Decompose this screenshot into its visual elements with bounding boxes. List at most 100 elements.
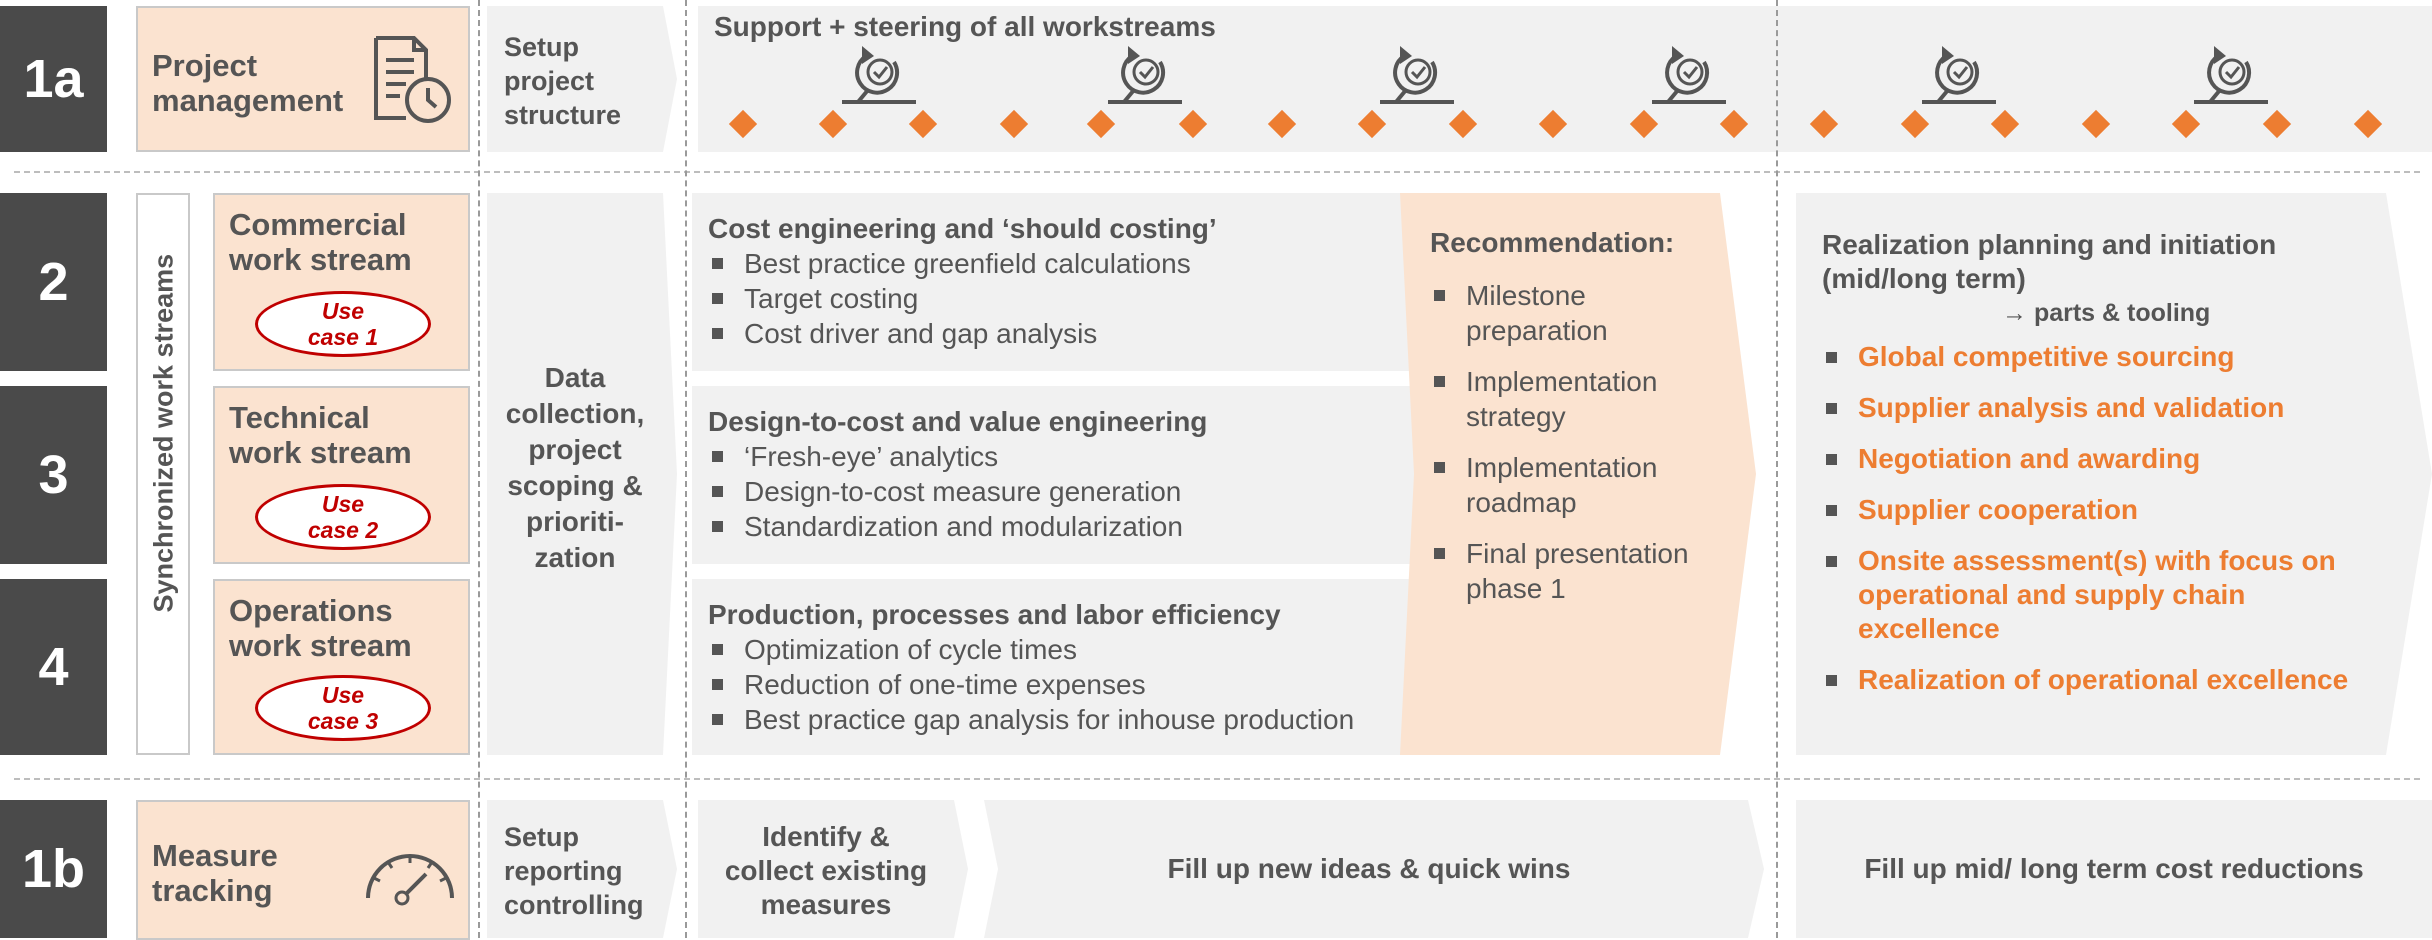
milestone-diamond: [2081, 109, 2111, 139]
phase-separator: [1776, 0, 1778, 938]
realization-item-line1: Supplier analysis and validation: [1858, 392, 2285, 423]
rec-item-line1: Final presentation: [1466, 538, 1689, 569]
cost-engineering-panel: Cost engineering and ‘should costing’ Be…: [708, 212, 1217, 351]
rec-item-line1: Milestone: [1466, 280, 1586, 311]
realization-title-line1: Realization planning and initiation: [1822, 229, 2277, 260]
design-to-cost-panel: Design-to-cost and value engineering ‘Fr…: [708, 405, 1207, 544]
document-clock-icon: [374, 36, 451, 123]
list-item: ‘Fresh-eye’ analytics: [708, 439, 1207, 474]
operations-title-line1: Operations: [229, 593, 393, 628]
identify-line3: measures: [760, 889, 892, 920]
list-item: Cost driver and gap analysis: [708, 316, 1217, 351]
row-number-2: 2: [0, 193, 107, 371]
phase-separator: [478, 0, 480, 938]
rec-item-line2: phase 1: [1466, 573, 1566, 604]
realization-panel: Realization planning and initiation (mid…: [1822, 228, 2402, 714]
technical-title-line1: Technical: [229, 400, 370, 435]
fill-new-ideas-shape: [984, 800, 1764, 938]
recommendation-title: Recommendation:: [1430, 227, 1675, 258]
realization-item-line1: Global competitive sourcing: [1858, 341, 2235, 372]
synchronized-workstreams-label: Synchronized work streams: [148, 253, 179, 613]
setup-reporting-label: Setup reporting controlling: [504, 820, 643, 922]
row-number-1b: 1b: [0, 800, 107, 938]
realization-item-line2: operational and supply chain: [1858, 579, 2246, 610]
design-to-cost-list: ‘Fresh-eye’ analytics Design-to-cost mea…: [708, 439, 1207, 544]
rec-item-line2: roadmap: [1466, 487, 1577, 518]
cost-engineering-title: Cost engineering and ‘should costing’: [708, 213, 1217, 244]
setup-reporting-line3: controlling: [504, 890, 644, 920]
setup-reporting-line1: Setup: [504, 822, 580, 852]
milestone-diamond: [2171, 109, 2201, 139]
commercial-workstream-title: Commercial work stream: [229, 207, 412, 277]
realization-subtitle-text: parts & tooling: [2033, 299, 2211, 327]
synchronized-workstreams-box: [136, 193, 190, 755]
list-item: Standardization and modularization: [708, 509, 1207, 544]
list-item: Final presentation phase 1: [1430, 536, 1720, 606]
steering-cycle-icon: [1106, 44, 1184, 104]
list-item: Global competitive sourcing: [1822, 340, 2402, 374]
realization-list: Global competitive sourcing Supplier ana…: [1822, 340, 2402, 697]
list-item: Reduction of one-time expenses: [708, 667, 1354, 702]
list-item: Realization of operational excellence: [1822, 663, 2402, 697]
fill-mid-long-shape: [1796, 800, 2432, 938]
use-case-1-badge[interactable]: Use case 1: [255, 291, 431, 357]
project-management-box: Project management: [136, 6, 470, 152]
steering-cycle-icon: [1920, 44, 1998, 104]
project-management-title-line1: Project: [152, 48, 258, 83]
commercial-title-line2: work stream: [229, 242, 412, 277]
realization-subtitle: → parts & tooling: [1822, 296, 2402, 330]
data-collection-line4: scoping &: [507, 470, 643, 501]
list-item: Supplier analysis and validation: [1822, 391, 2402, 425]
setup-project-line2: project: [504, 66, 595, 96]
use-case-2-badge[interactable]: Use case 2: [255, 484, 431, 550]
operations-workstream-box: Operations work stream Use case 3: [213, 579, 470, 755]
use-case-3-badge[interactable]: Use case 3: [255, 675, 431, 741]
row-number-4: 4: [0, 579, 107, 755]
use-case-2-line2: case 2: [307, 517, 379, 543]
setup-project-line3: structure: [504, 100, 622, 130]
arrow-right-icon: →: [2002, 299, 2027, 327]
recommendation-shape: [1400, 193, 1756, 755]
measure-tracking-title: Measure tracking: [152, 838, 278, 908]
measure-tracking-title-line2: tracking: [152, 873, 273, 908]
data-collection-line1: Data: [544, 362, 606, 393]
list-item: Target costing: [708, 281, 1217, 316]
identify-line2: collect existing: [724, 855, 928, 886]
data-collection-line2: collection,: [505, 398, 645, 429]
list-item: Negotiation and awarding: [1822, 442, 2402, 476]
realization-item-line3: excellence: [1858, 613, 2000, 644]
speedometer-icon: [366, 854, 454, 906]
milestone-diamond: [1178, 109, 1208, 139]
steering-cycle-icon: [1650, 44, 1728, 104]
identify-line1: Identify &: [762, 821, 890, 852]
milestone-diamond: [2353, 109, 2383, 139]
realization-title-line2: (mid/long term): [1822, 263, 2026, 294]
production-list: Optimization of cycle times Reduction of…: [708, 632, 1354, 737]
realization-item-line1: Negotiation and awarding: [1858, 443, 2201, 474]
row-number-3: 3: [0, 386, 107, 564]
row-number-1a: 1a: [0, 6, 107, 152]
use-case-1-line2: case 1: [307, 324, 379, 350]
milestone-diamond: [2262, 109, 2292, 139]
steering-cycle-icon: [1378, 44, 1456, 104]
realization-item-line1: Supplier cooperation: [1858, 494, 2139, 525]
setup-reporting-line2: reporting: [504, 856, 623, 886]
technical-workstream-box: Technical work stream Use case 2: [213, 386, 470, 564]
use-case-2-line1: Use: [321, 491, 365, 517]
fill-new-ideas-label: Fill up new ideas & quick wins: [1167, 853, 1571, 884]
operations-title-line2: work stream: [229, 628, 412, 663]
production-panel: Production, processes and labor efficien…: [708, 598, 1354, 737]
setup-reporting-shape: [487, 800, 677, 938]
technical-title-line2: work stream: [229, 435, 412, 470]
list-item: Best practice gap analysis for inhouse p…: [708, 702, 1354, 737]
row-separator: [14, 171, 2420, 173]
data-collection-shape: [487, 193, 677, 755]
production-title: Production, processes and labor efficien…: [708, 599, 1281, 630]
milestone-diamond: [1538, 109, 1568, 139]
milestone-diamond: [908, 109, 938, 139]
row-separator: [14, 778, 2420, 780]
realization-title: Realization planning and initiation (mid…: [1822, 228, 2402, 296]
